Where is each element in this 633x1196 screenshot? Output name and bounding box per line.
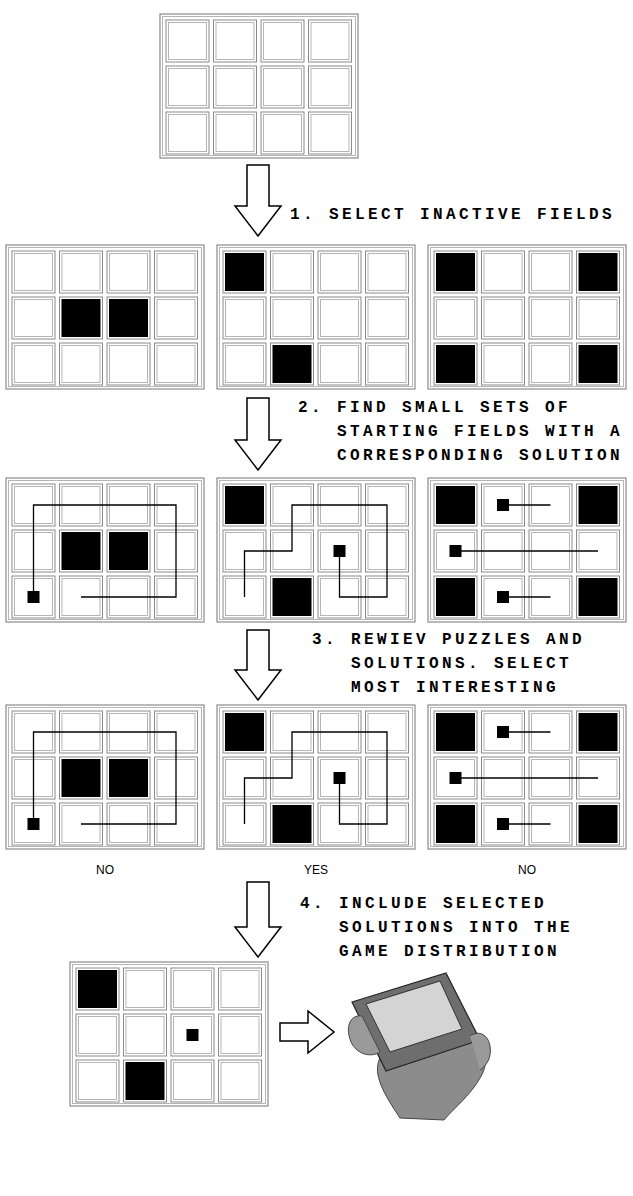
final-grid [70, 962, 268, 1106]
step-label: 1. SELECT INACTIVE FIELDS [290, 203, 622, 227]
solution-grid [217, 705, 415, 849]
step-arrow [235, 630, 281, 700]
step-label: 4. INCLUDE SELECTED SOLUTIONS INTO THE G… [300, 892, 600, 964]
puzzle-grid [428, 245, 626, 389]
step-label: 3. REWIEV PUZZLES AND SOLUTIONS. SELECT … [312, 628, 612, 700]
solution-grid [428, 478, 626, 622]
handheld-illustration [348, 973, 490, 1120]
empty-grid [160, 14, 358, 158]
solution-grid [428, 705, 626, 849]
puzzle-grid [6, 245, 204, 389]
solution-grid [6, 705, 204, 849]
step-arrow [235, 882, 281, 957]
solution-grid [217, 478, 415, 622]
verdict-label: NO [55, 862, 155, 878]
verdict-label: NO [477, 862, 577, 878]
step-arrow [280, 1011, 334, 1053]
solution-grid [6, 478, 204, 622]
puzzle-grid [217, 245, 415, 389]
verdict-label: YES [266, 862, 366, 878]
step-arrow [235, 398, 281, 470]
step-arrow [235, 165, 281, 236]
step-label: 2. FIND SMALL SETS OF STARTING FIELDS WI… [298, 396, 627, 468]
